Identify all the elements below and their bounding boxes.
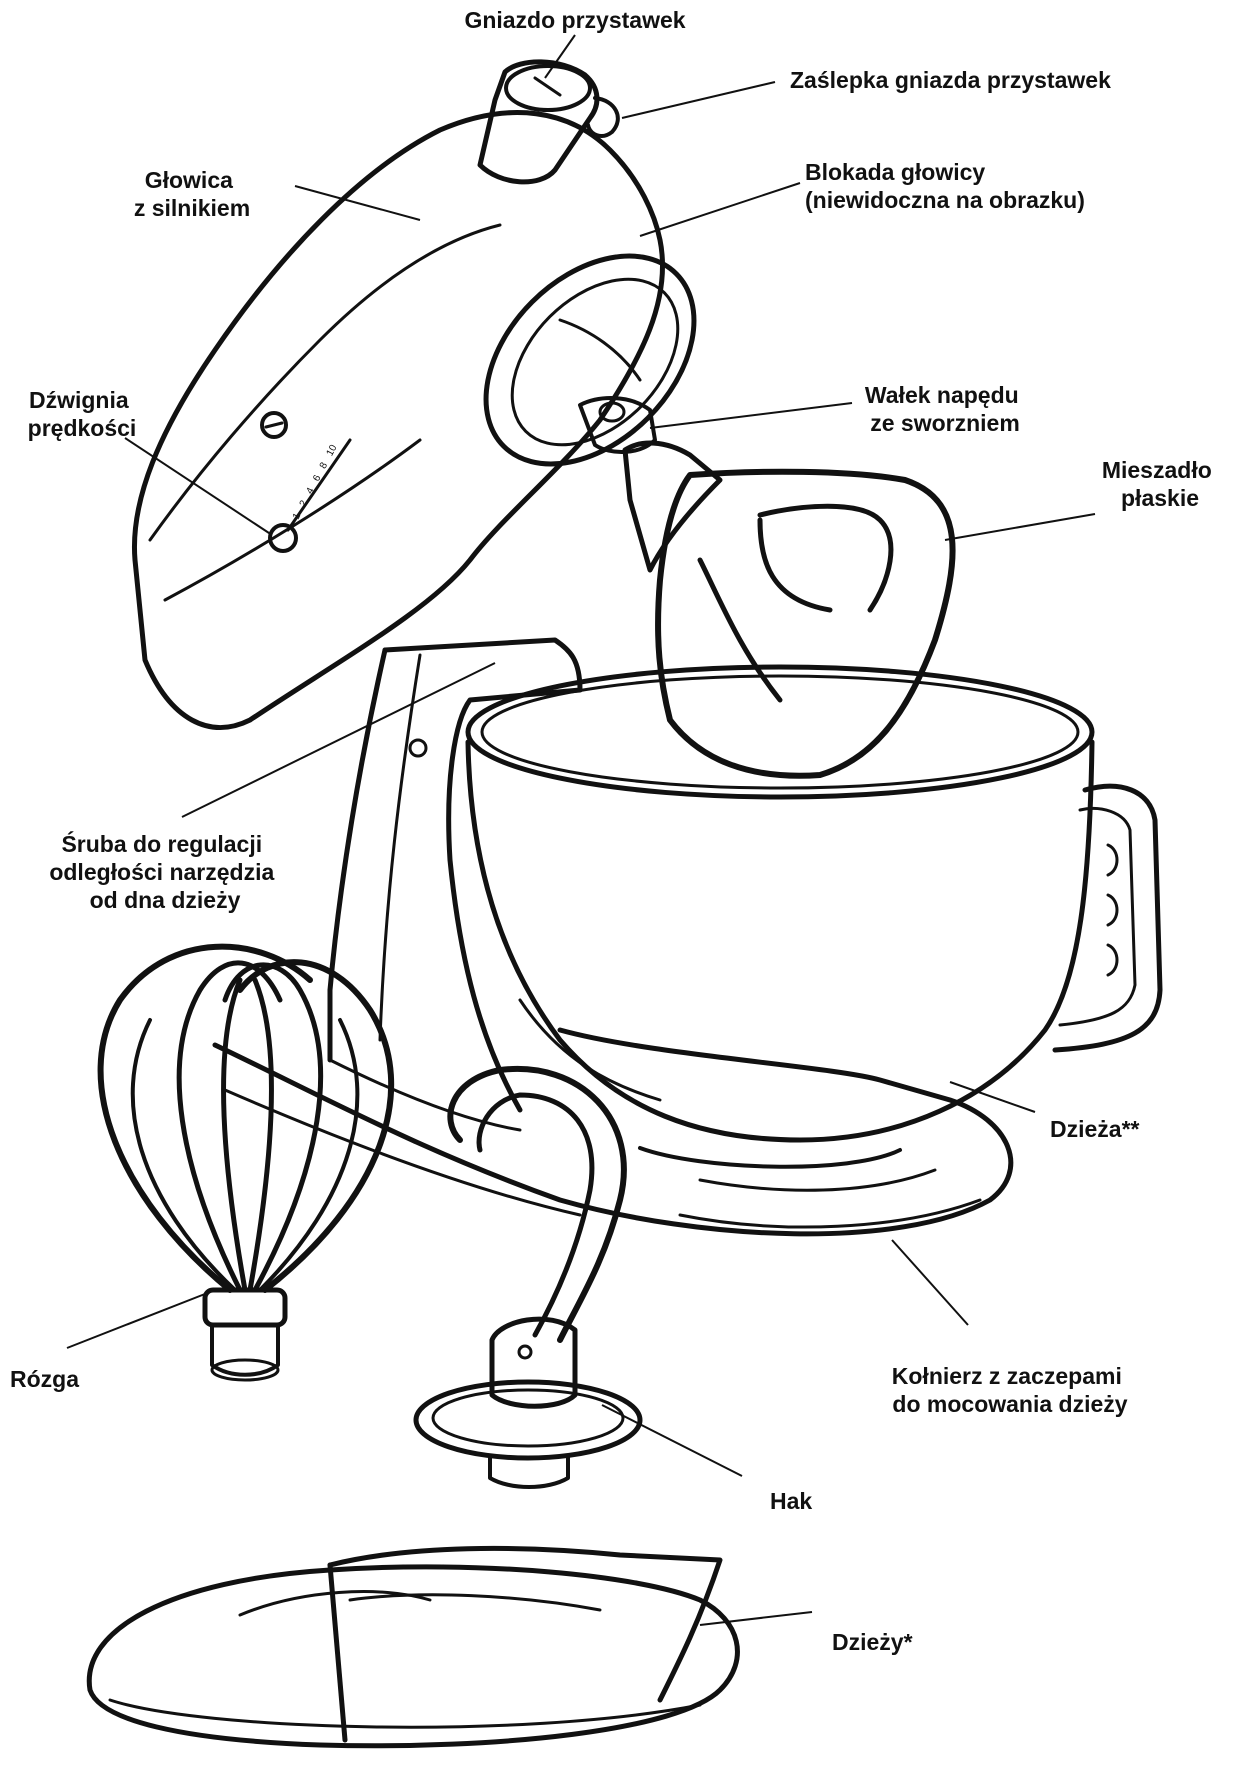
- leader-head-lock: [639, 182, 801, 237]
- label-adjust-screw-line1: Śruba do regulacji: [61, 830, 262, 857]
- label-motor-head-line1: Głowica: [145, 167, 233, 193]
- label-drive-shaft: Wałek napędu ze sworzniem: [865, 382, 1025, 436]
- label-speed-lever-line1: Dźwignia: [29, 387, 129, 413]
- leader-dough-hook: [601, 1404, 743, 1477]
- label-head-lock: Blokada głowicy (niewidoczna na obrazku): [805, 159, 1085, 213]
- speed-scale: 1 2 4 6 8 10: [291, 443, 340, 522]
- motor-head: 1 2 4 6 8 10: [131, 110, 666, 730]
- label-adjust-screw-line3: od dna dzieży: [90, 887, 241, 913]
- speed-tick-8: 8: [318, 460, 331, 470]
- leader-motor-head: [294, 185, 421, 221]
- label-hub-cover: Zaślepka gniazda przystawek: [790, 67, 1111, 93]
- leader-adjust-screw: [181, 662, 496, 818]
- leader-bowl: [949, 1081, 1036, 1113]
- pouring-shield: [86, 1545, 740, 1749]
- label-speed-lever-line2: prędkości: [28, 415, 137, 441]
- label-bowl-clamp-line2: do mocowania dzieży: [892, 1391, 1127, 1417]
- leader-attachment-hub: [544, 34, 576, 79]
- mixing-bowl: [465, 664, 1163, 1229]
- leader-pouring-shield: [699, 1611, 813, 1626]
- label-drive-shaft-line2: ze sworzniem: [870, 410, 1020, 436]
- label-head-lock-line2: (niewidoczna na obrazku): [805, 187, 1085, 213]
- label-head-lock-line1: Blokada głowicy: [805, 159, 985, 185]
- label-adjust-screw: Śruba do regulacji odległości narzędzia …: [49, 830, 280, 913]
- label-bowl-clamp-line1: Kołnierz z zaczepami: [892, 1363, 1122, 1389]
- leader-hub-cover: [621, 81, 776, 119]
- leader-drive-shaft: [649, 402, 853, 429]
- head-front-cap: [483, 253, 697, 467]
- wire-whip: [97, 943, 395, 1382]
- speed-tick-4: 4: [304, 486, 317, 496]
- label-pouring-shield: Dzieży*: [832, 1629, 913, 1655]
- attachment-hub: [477, 59, 620, 185]
- leader-whip: [66, 1291, 211, 1349]
- flat-beater: [622, 440, 956, 779]
- leader-speed-lever: [124, 437, 273, 536]
- stand-mixer-drawing: 1 2 4 6 8 10: [86, 59, 1163, 1749]
- part-labels: Gniazdo przystawek Zaślepka gniazda przy…: [10, 7, 1218, 1655]
- mixer-column: [327, 637, 583, 1132]
- drive-shaft: [578, 396, 657, 454]
- label-attachment-hub: Gniazdo przystawek: [464, 7, 685, 33]
- label-whip: Rózga: [10, 1366, 79, 1392]
- label-drive-shaft-line1: Wałek napędu: [865, 382, 1019, 408]
- label-motor-head-line2: z silnikiem: [134, 195, 250, 221]
- leader-lines: [66, 34, 1096, 1626]
- label-flat-beater-line2: płaskie: [1121, 485, 1199, 511]
- label-motor-head: Głowica z silnikiem: [134, 167, 250, 221]
- label-flat-beater-line1: Mieszadło: [1102, 457, 1212, 483]
- speed-tick-2: 2: [298, 498, 311, 508]
- label-bowl-clamp: Kołnierz z zaczepami do mocowania dzieży: [892, 1363, 1128, 1417]
- label-bowl: Dzieża**: [1050, 1116, 1140, 1142]
- label-flat-beater: Mieszadło płaskie: [1102, 457, 1218, 511]
- speed-tick-10: 10: [325, 443, 340, 458]
- leader-flat-beater: [944, 513, 1096, 541]
- label-adjust-screw-line2: odległości narzędzia: [49, 859, 274, 885]
- label-dough-hook: Hak: [770, 1488, 812, 1514]
- dough-hook: [413, 1065, 643, 1489]
- leader-bowl-clamp: [891, 1239, 969, 1326]
- speed-tick-1: 1: [291, 511, 304, 521]
- label-speed-lever: Dźwignia prędkości: [28, 387, 137, 441]
- speed-tick-6: 6: [311, 473, 324, 483]
